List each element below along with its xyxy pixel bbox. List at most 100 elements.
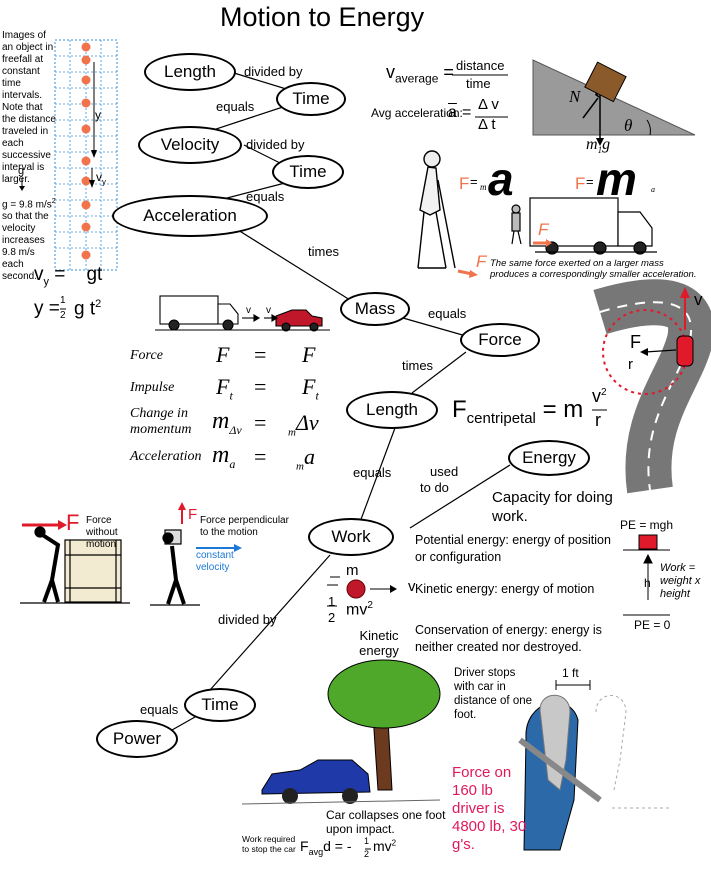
node-time-2: Time <box>272 155 344 189</box>
node-length-2: Length <box>346 391 438 429</box>
work-fig1-text: Force without motion <box>86 515 118 550</box>
crash-work-required: Work required to stop the car <box>242 834 296 854</box>
golfer-eq: = <box>470 174 478 189</box>
centripetal-eq-num: v2 <box>592 386 607 406</box>
energy-potential: Potential energy: energy of position or … <box>415 533 611 564</box>
accel-eq-label: Avg acceleration: <box>371 106 463 120</box>
accel-eq-den: Δ t <box>478 116 496 133</box>
pe-h-label: h <box>644 576 651 590</box>
table-acceleration-eq: = <box>254 444 267 469</box>
table-label-acceleration: Acceleration <box>130 449 202 464</box>
table-momentum-rhs: mΔv <box>288 410 319 439</box>
node-mass: Mass <box>340 292 410 326</box>
node-velocity: Velocity <box>138 126 242 164</box>
edge-label-equals-4: equals <box>353 465 392 480</box>
big-truck <box>529 197 657 255</box>
crash-eq-lhs: Favgd = - <box>300 838 352 857</box>
node-energy: Energy <box>508 440 590 476</box>
table-impulse-eq: = <box>254 374 267 399</box>
work-fig2-text: Force perpendicular to the motion <box>200 515 289 538</box>
velocity-eq-den: time <box>466 76 491 91</box>
table-impulse-lhs: Ft <box>216 374 233 403</box>
accel-eq-equals: = <box>462 104 472 121</box>
kinetic-half-num: 1 <box>328 594 336 609</box>
kinetic-mv2: mv2 <box>346 600 373 619</box>
road-velocity-label: v <box>694 290 703 309</box>
edge-label-divided-by-1: divided by <box>244 64 303 79</box>
table-momentum-eq: = <box>254 410 267 435</box>
crate-figure <box>20 526 130 604</box>
table-label-force: Force <box>130 348 163 363</box>
edge-label-equals-2: equals <box>246 189 285 204</box>
table-momentum-lhs: mΔv <box>212 408 242 437</box>
truck-a-small: a <box>651 185 655 194</box>
table-force-lhs: F <box>216 342 230 367</box>
edge-label-equals-5: equals <box>140 702 179 717</box>
crash-driver-text: Driver stops with car in distance of one… <box>454 667 533 721</box>
crash-eq-den: 2 <box>364 849 370 859</box>
edge-label-equals-3: equals <box>428 306 467 321</box>
table-label-impulse: Impulse <box>130 380 175 395</box>
edge-label-divided-by-2: divided by <box>246 137 305 152</box>
pe-work-note: Work = weight x height <box>660 562 701 600</box>
golfer-caption: The same force exerted on a larger mass … <box>490 258 697 280</box>
table-acceleration-lhs: ma <box>212 442 236 471</box>
node-length-1: Length <box>144 53 236 91</box>
road-F-label: F <box>630 332 641 352</box>
road-r-label: r <box>628 356 633 373</box>
crash-force-text: Force on 160 lb driver is 4800 lb, 30 g'… <box>452 764 527 853</box>
crash-collapse-text: Car collapses one foot upon impact. <box>326 808 446 836</box>
table-impulse-rhs: Ft <box>302 374 319 403</box>
carrier-figure <box>150 529 200 606</box>
crash-figure <box>518 680 670 851</box>
work-force-arrows <box>22 502 242 552</box>
golfer-a-big: a <box>488 153 514 205</box>
accel-eq-a: a <box>448 104 457 121</box>
freefall-g-label: g <box>18 165 25 177</box>
incline-weight-label: m1g <box>586 136 611 156</box>
kinetic-label: Kinetic energy <box>359 628 399 658</box>
freefall-eq-velocity: vy = gt <box>34 264 103 288</box>
incline-figure <box>532 59 696 146</box>
freefall-eq-gt2: g t2 <box>74 298 102 320</box>
truck-eq: = <box>586 174 594 189</box>
curved-road <box>593 279 711 494</box>
node-force: Force <box>460 323 540 357</box>
pe-top-label: PE = mgh <box>620 518 674 532</box>
edge-label-equals-1: equals <box>216 99 255 114</box>
golfer-force-F: F <box>476 252 487 271</box>
freefall-grid <box>19 39 118 271</box>
node-power: Power <box>96 720 178 758</box>
crash-ft-label: 1 ft <box>562 666 579 680</box>
golfer-m-small: m <box>480 182 487 192</box>
golfer-figure <box>417 150 456 269</box>
crash-eq-mv2: mv2 <box>373 838 397 854</box>
freefall-eq-position: y = <box>34 298 60 319</box>
table-force-eq: = <box>254 342 267 367</box>
work-fig2-F: F <box>188 506 198 523</box>
centripetal-eq-lhs: Fcentripetal = m <box>452 396 584 427</box>
freefall-g-value: g = 9.8 m/s2 so that the velocity increa… <box>2 198 56 283</box>
accel-eq-num: Δ v <box>478 96 499 113</box>
pe-bottom-label: PE = 0 <box>634 618 671 632</box>
truck-row <box>155 295 330 332</box>
work-fig1-F: F <box>66 510 80 535</box>
worker-force-F: F <box>538 220 549 239</box>
truck-v-label: v <box>246 305 251 316</box>
incline-normal-label: N <box>569 87 581 106</box>
freefall-eq-half-num: 1 <box>60 295 66 306</box>
small-worker <box>511 204 522 245</box>
edge-label-to-do: to do <box>420 480 449 495</box>
velocity-eq-lhs: vaverage = <box>386 62 454 86</box>
energy-capacity: Capacity for doing work. <box>492 489 613 525</box>
edge-label-times-1: times <box>308 244 340 259</box>
truck-F: F <box>575 174 586 193</box>
kinetic-m: m <box>346 562 359 579</box>
node-acceleration: Acceleration <box>112 195 268 237</box>
energy-kinetic: Kinetic energy: energy of motion <box>415 582 595 596</box>
freefall-y-label: y <box>95 108 101 122</box>
page-title: Motion to Energy <box>220 2 425 32</box>
truck-m-big: m <box>596 153 637 205</box>
